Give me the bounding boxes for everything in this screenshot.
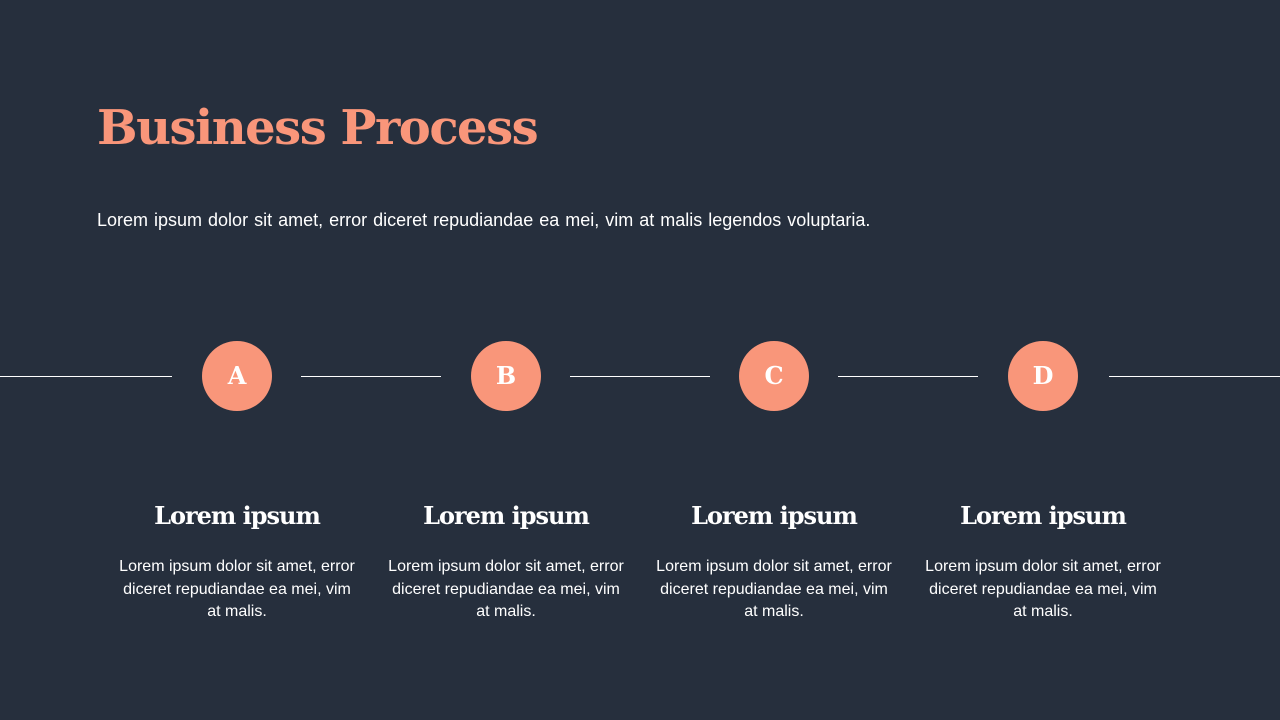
slide-subtitle: Lorem ipsum dolor sit amet, error dicere… [97, 210, 871, 230]
step-heading-c: Lorem ipsum [691, 501, 858, 530]
step-heading-a: Lorem ipsum [154, 501, 321, 530]
step-text-b: Lorem ipsum dolor sit amet, error dicere… [388, 558, 624, 620]
timeline-connector-start [0, 376, 172, 377]
step-circle-c: C [739, 341, 809, 411]
step-letter: B [495, 361, 517, 390]
timeline-connector-c-d [838, 376, 978, 377]
timeline-connector-end [1109, 376, 1280, 377]
step-letter: C [764, 361, 784, 390]
step-letter: A [227, 361, 247, 390]
slide-title: Business Process [97, 100, 539, 156]
step-text-c: Lorem ipsum dolor sit amet, error dicere… [656, 558, 892, 620]
step-letter: D [1032, 361, 1054, 390]
step-heading-d: Lorem ipsum [960, 501, 1127, 530]
timeline-connector-b-c [570, 376, 710, 377]
step-heading-b: Lorem ipsum [423, 501, 590, 530]
step-circle-d: D [1008, 341, 1078, 411]
step-circle-a: A [202, 341, 272, 411]
timeline-connector-a-b [301, 376, 441, 377]
step-circle-b: B [471, 341, 541, 411]
step-text-d: Lorem ipsum dolor sit amet, error dicere… [925, 558, 1161, 620]
step-text-a: Lorem ipsum dolor sit amet, error dicere… [119, 558, 355, 620]
